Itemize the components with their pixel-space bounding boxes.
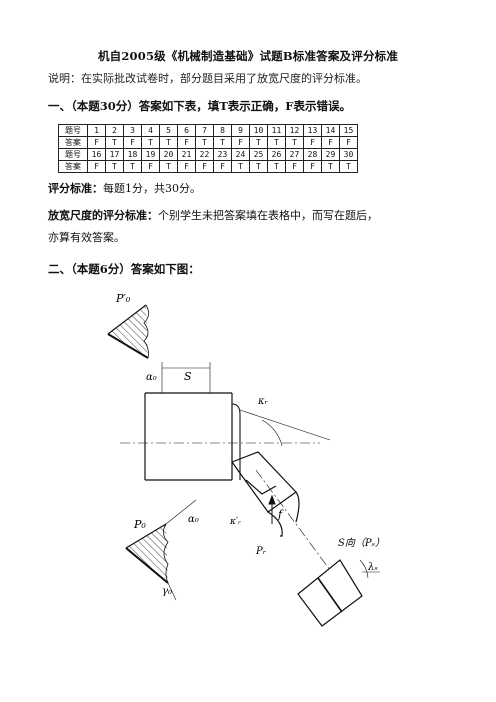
label-alpha0-top: α₀ — [146, 372, 157, 383]
answer-cell: F — [195, 160, 214, 173]
section1-heading: 一、（本题30分）答案如下表，填T表示正确，F表示错误。 — [48, 99, 351, 113]
criteria-text: 每题1分，共30分。 — [103, 182, 201, 195]
label-pr: Pᵣ — [255, 546, 267, 557]
label-p0: P₀ — [133, 518, 146, 531]
label-kr: κᵣ — [257, 396, 269, 407]
criteria-label: 评分标准： — [48, 182, 103, 195]
label-p0-prime: P′₀ — [115, 292, 131, 305]
tool-shank — [120, 362, 320, 481]
note-paragraph: 说明：在实际批改试卷时，部分题目采用了放宽尺度的评分标准。 — [48, 72, 367, 85]
page-title: 机自2005级《机械制造基础》试题B标准答案及评分标准 — [97, 49, 399, 63]
relaxed-label: 放宽尺度的评分标准： — [48, 209, 158, 222]
label-gamma0: γ₀ — [162, 586, 172, 597]
scoring-criteria: 评分标准：每题1分，共30分。 — [48, 178, 458, 200]
section2-heading: 二、（本题6分）答案如下图： — [48, 262, 200, 276]
feed-arrow — [268, 494, 276, 524]
label-lambda-s: λₛ — [367, 562, 378, 573]
relaxed-text-2: 亦算有效答案。 — [48, 231, 125, 244]
cutting-insert — [231, 409, 331, 537]
label-f: f — [277, 508, 284, 521]
s-direction-line — [255, 469, 331, 571]
label-ps: S向（Pₛ） — [338, 537, 385, 549]
answer-cell: F — [303, 160, 322, 173]
label-kr-prime: κ′ᵣ — [229, 517, 241, 527]
label-s: S — [184, 370, 192, 383]
relaxed-criteria: 放宽尺度的评分标准：个别学生未把答案填在表格中，而写在题后， 亦算有效答案。 — [48, 205, 458, 249]
label-alpha0-mid: α₀ — [188, 514, 199, 525]
s-view-section — [297, 559, 380, 627]
p0-section — [125, 499, 197, 601]
relaxed-text-1: 个别学生未把答案填在表格中，而写在题后， — [158, 209, 378, 222]
p0-prime-section — [107, 304, 149, 359]
answer-cell: T — [339, 160, 358, 173]
